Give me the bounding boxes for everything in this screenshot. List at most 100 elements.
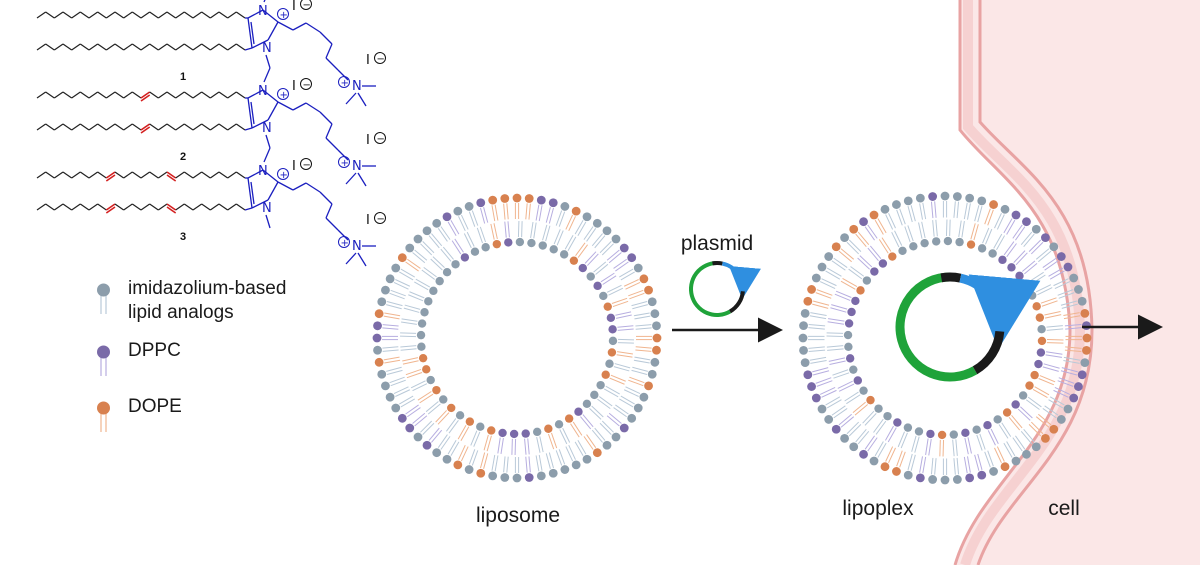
lipid-head [844, 342, 853, 351]
lipid-head [1082, 321, 1091, 331]
lipid-head [1063, 404, 1073, 414]
lipid-head [385, 392, 395, 402]
lipid-head [903, 470, 913, 480]
plasmid-large [895, 272, 1041, 382]
lipid-head [611, 234, 621, 244]
lipid-head [966, 240, 976, 249]
membrane-outer-line [953, 0, 1072, 565]
lipid-head [1028, 291, 1037, 300]
lipid-head [883, 411, 892, 421]
atom-n: N [258, 84, 268, 99]
legend-item: DPPC [97, 340, 181, 376]
lipid-head [602, 226, 612, 236]
lipid-head [843, 330, 853, 340]
atom-n: N [352, 159, 362, 174]
lipid-head [1000, 462, 1010, 472]
lipid-head [442, 454, 452, 464]
lipid-head [844, 319, 854, 328]
lipid-head [432, 385, 441, 395]
lipid-head [1037, 325, 1046, 334]
lipid-head [940, 191, 950, 201]
lipid-head [853, 376, 862, 385]
lipid-head [803, 296, 813, 306]
lipid-head [1037, 336, 1047, 346]
legend-swatch [97, 401, 110, 415]
molecule-2: NN+I−N+I−2 [36, 67, 386, 187]
lipid-head [1011, 400, 1020, 409]
lipid-head [554, 420, 564, 429]
lipid-head [377, 297, 387, 307]
lipid-head [432, 218, 442, 228]
lipid-head [527, 238, 536, 248]
charge-plus: + [280, 170, 288, 181]
lipid-head [972, 425, 981, 434]
lipid-head [800, 358, 810, 368]
lipid-head [397, 413, 407, 423]
lipid-head [880, 462, 890, 472]
lipid-head [391, 403, 401, 413]
lipid-head [536, 195, 546, 205]
lipid-head [811, 393, 821, 403]
lipid-head [893, 418, 902, 427]
atom-n: N [262, 201, 272, 216]
lipid-head [559, 250, 569, 259]
lipid-head [608, 336, 618, 346]
lipid-head [1041, 434, 1050, 443]
lipid-head [824, 415, 834, 424]
atom-n: N [352, 239, 362, 254]
lipid-head [1080, 358, 1090, 368]
lipid-head [417, 319, 427, 328]
lipid-head [909, 242, 918, 251]
lipid-head [1074, 285, 1083, 294]
charge-plus: + [280, 90, 288, 101]
lipid-head [952, 475, 962, 484]
lipid-head [524, 194, 534, 203]
lipid-head [926, 429, 935, 439]
lipid-head [426, 375, 435, 385]
lipid-head [571, 460, 581, 470]
lipid-head [605, 359, 614, 368]
lipid-head [420, 308, 429, 317]
lipid-head [538, 241, 547, 250]
legend-label: DPPC [128, 340, 181, 361]
lipid-head [989, 200, 998, 209]
lipid-head [451, 260, 460, 269]
lipid-head [1082, 345, 1091, 355]
lipid-head [993, 415, 1002, 424]
charge-plus: + [341, 238, 349, 249]
lipid-head [903, 196, 913, 206]
plasmid-label: plasmid [681, 232, 753, 255]
molecule-1: NN+I−N+I−1 [36, 0, 386, 107]
lipid-head [840, 233, 849, 242]
lipid-head [476, 422, 485, 431]
lipid-head [652, 321, 661, 331]
lipid-head [920, 238, 929, 248]
lipid-head [915, 193, 925, 203]
lipid-head [1025, 381, 1034, 390]
lipid-head [592, 448, 602, 458]
lipid-head [859, 386, 868, 395]
lipid-head [647, 297, 657, 307]
lipid-head [455, 411, 465, 420]
lipid-head [596, 380, 605, 390]
lipid-head [488, 471, 498, 481]
lipid-head [928, 192, 938, 201]
lipid-head [548, 468, 558, 478]
lipid-head [847, 307, 856, 317]
lipid-head [977, 470, 987, 480]
lipid-head [571, 206, 581, 216]
lipid-head [943, 236, 953, 246]
lipid-head [447, 403, 456, 413]
lipid-head [442, 268, 452, 277]
lipid-head [1011, 456, 1021, 466]
lipid-head [1056, 252, 1066, 261]
lipid-head [607, 348, 617, 357]
lipid-head [574, 407, 583, 416]
lipid-head [977, 244, 987, 253]
lipid-head [521, 429, 530, 438]
lipid-head [859, 449, 868, 459]
lipid-head [800, 308, 810, 318]
lipid-head [870, 267, 879, 276]
lipid-head [464, 465, 474, 474]
lipid-head [460, 253, 470, 262]
